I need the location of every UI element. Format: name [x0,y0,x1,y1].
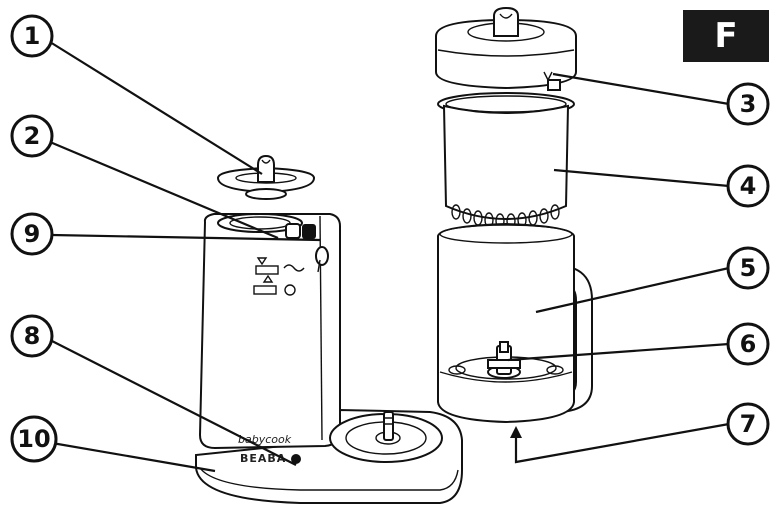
leader-lines [49,41,730,473]
callout-6: 6 [726,322,770,366]
callout-5-number: 5 [740,254,757,282]
callout-8: 8 [10,314,54,358]
steamer-lid [435,6,577,91]
callout-10-number: 10 [17,425,50,453]
callout-2: 2 [10,114,54,158]
language-badge: F [683,10,769,62]
callout-1-number: 1 [24,22,41,50]
callout-2-number: 2 [24,122,41,150]
callout-5: 5 [726,246,770,290]
steamer-basket [437,92,575,229]
callout-9: 9 [10,212,54,256]
callout-4-number: 4 [740,172,757,200]
reservoir-cap [216,154,316,200]
callout-7: 7 [726,402,770,446]
blender-bowl [437,222,593,424]
base-unit: babycook BEABA [195,213,463,504]
callout-8-number: 8 [24,322,41,350]
callout-7-number: 7 [740,410,757,438]
callout-6-number: 6 [740,330,757,358]
callout-3-number: 3 [740,90,757,118]
blade-assembly [487,341,521,379]
callout-1: 1 [10,14,54,58]
callout-9-number: 9 [24,220,41,248]
callout-4: 4 [726,164,770,208]
callout-3: 3 [726,82,770,126]
brand-logo-label: BEABA [240,452,286,465]
callout-10: 10 [10,415,58,463]
